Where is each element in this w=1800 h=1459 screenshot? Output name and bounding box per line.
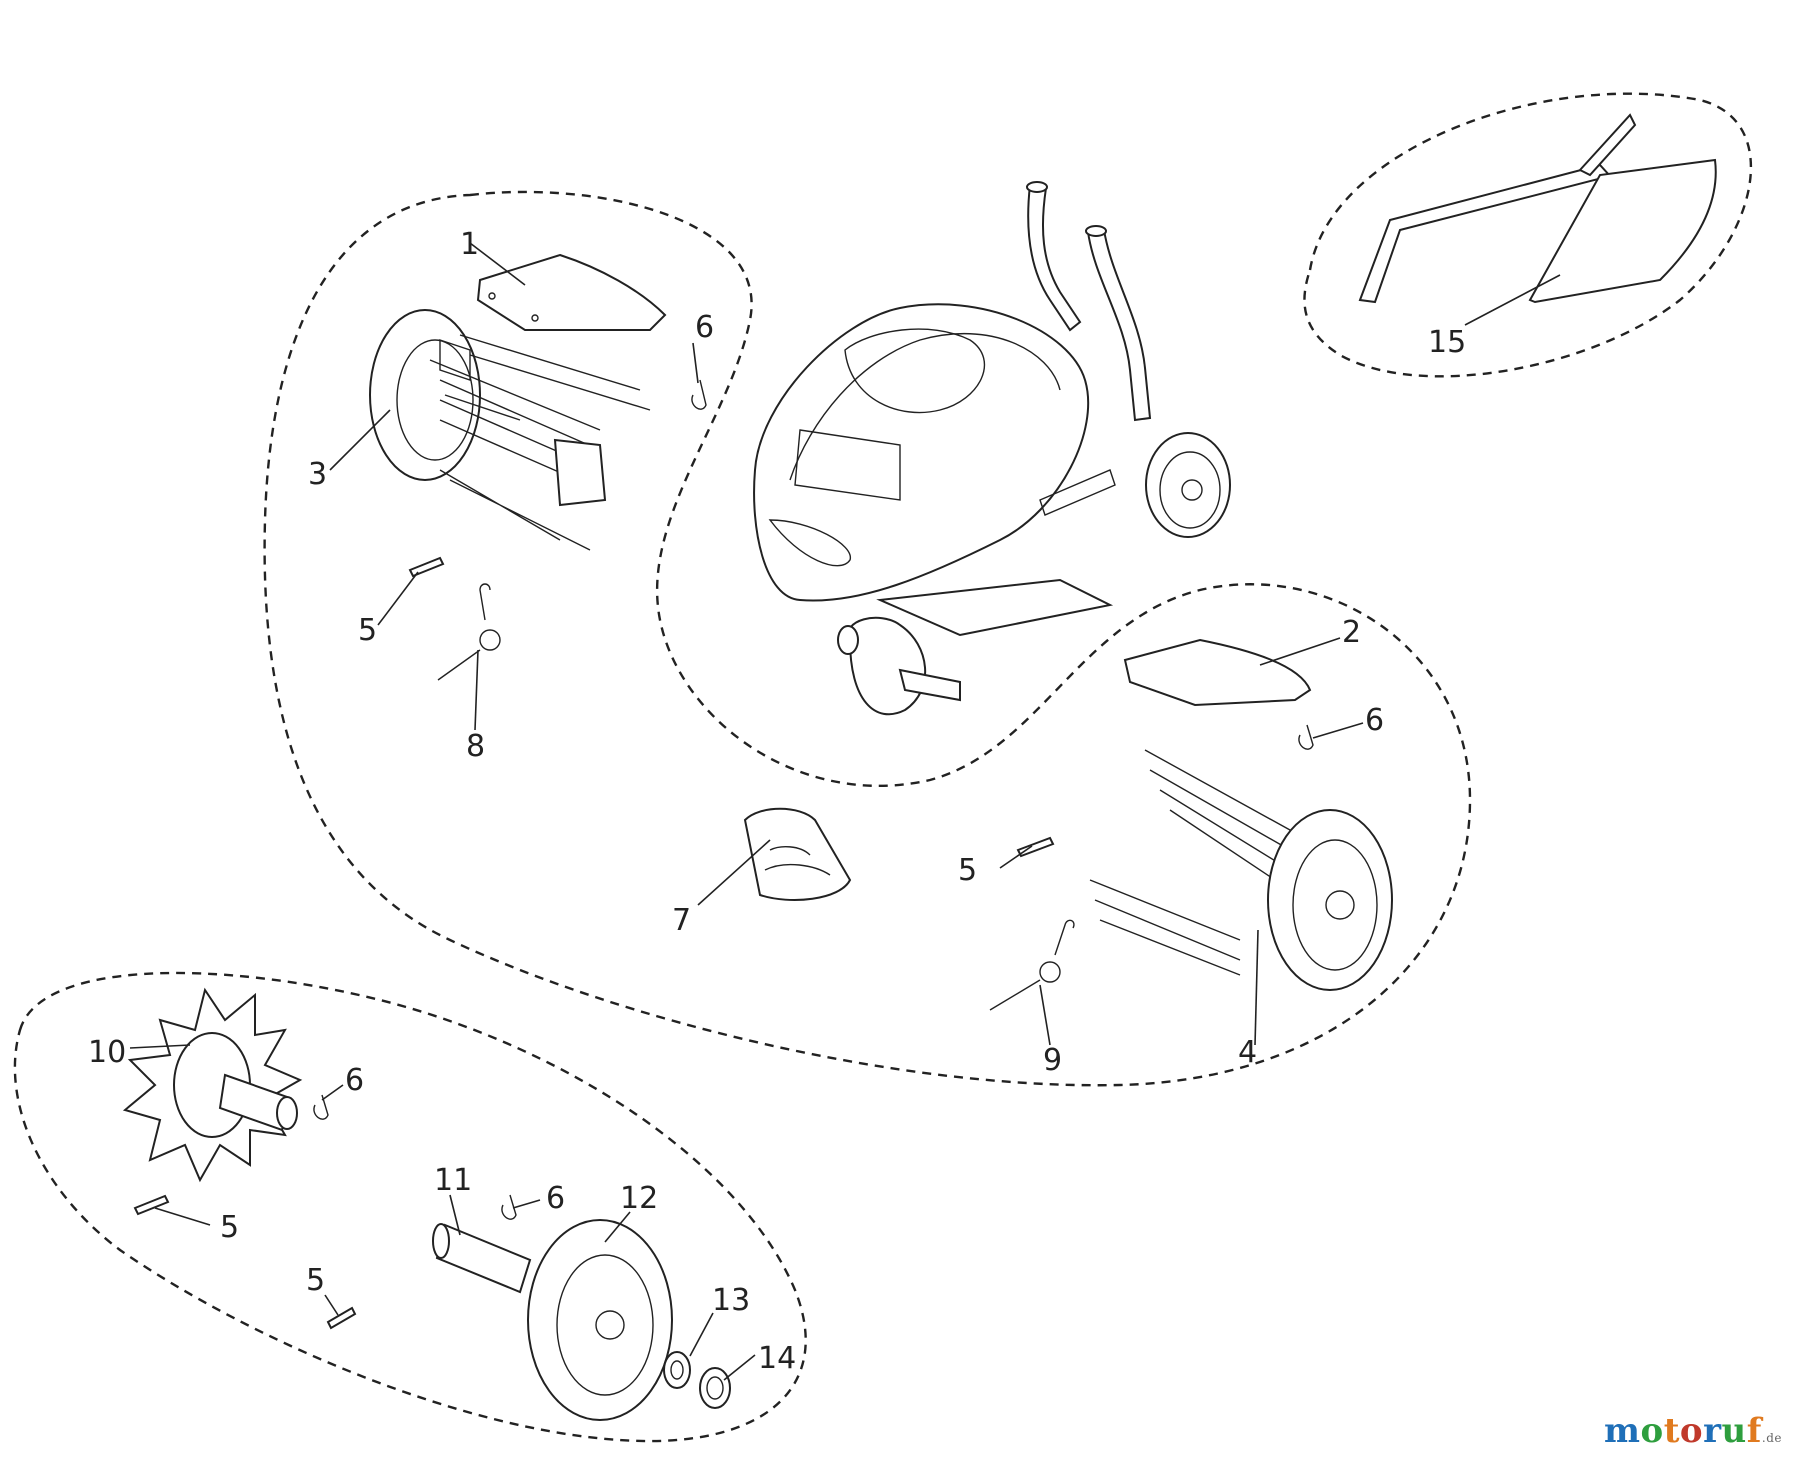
callout-14: 14: [758, 1341, 796, 1376]
watermark-letter: r: [1703, 1411, 1722, 1451]
watermark-letter: m: [1604, 1411, 1641, 1451]
watermark-letter: u: [1721, 1411, 1747, 1451]
part-2-cover-plate: [1123, 638, 1312, 707]
part-3-tine-roller: [369, 309, 651, 551]
callout-6-right: 6: [1365, 703, 1384, 738]
callout-1: 1: [460, 227, 479, 262]
callout-6-left: 6: [695, 310, 714, 345]
callout-10: 10: [88, 1035, 126, 1070]
part-8-spring: [437, 583, 501, 681]
watermark-letter: f: [1746, 1411, 1762, 1451]
leader-lines: [129, 242, 1561, 1381]
watermark-suffix: .de: [1761, 1431, 1782, 1445]
watermark-text: motoruf: [1604, 1411, 1762, 1451]
callout-11: 11: [434, 1163, 472, 1198]
callout-5-accessory-b: 5: [306, 1263, 325, 1298]
callout-6-accessory-a: 6: [345, 1063, 364, 1098]
part-5-pin-right: [1016, 836, 1055, 858]
callout-8: 8: [466, 729, 485, 764]
callout-9: 9: [1043, 1043, 1062, 1078]
callout-3: 3: [308, 457, 327, 492]
part-14-retaining-ring: [699, 1367, 731, 1409]
part-7-hardware-bag: [743, 807, 852, 901]
callout-7: 7: [672, 903, 691, 938]
part-4-tine-roller: [1089, 749, 1393, 991]
part-12-wheel: [527, 1219, 673, 1421]
part-5-pin-left: [408, 556, 445, 578]
group-outline-main: [263, 190, 1472, 1087]
callout-2: 2: [1342, 615, 1361, 650]
watermark-logo: motoruf.de: [1604, 1411, 1782, 1451]
machine-body: [753, 181, 1231, 716]
part-11-axle: [432, 1223, 532, 1294]
callout-5-accessory-a: 5: [220, 1210, 239, 1245]
part-15-handle: [1358, 113, 1717, 304]
part-9-spring: [989, 919, 1075, 1011]
part-6-clips: [313, 379, 1314, 1220]
watermark-letter: o: [1679, 1411, 1704, 1451]
group-outline-handle: [1303, 92, 1753, 378]
callout-labels: 1 2 3 4 5 5 5 5 6 6 6 6 7 8 9 10 11 12 1…: [88, 227, 1466, 1376]
callout-5-left: 5: [358, 613, 377, 648]
callout-4: 4: [1238, 1035, 1257, 1070]
callout-6-accessory-b: 6: [546, 1181, 565, 1216]
callout-13: 13: [712, 1283, 750, 1318]
group-outline-accessories: [13, 971, 807, 1443]
part-1-cover-plate: [476, 253, 667, 331]
watermark-letter: o: [1640, 1411, 1664, 1451]
callout-12: 12: [620, 1181, 658, 1216]
part-5-pin-accessory-b: [326, 1306, 357, 1330]
callout-15: 15: [1428, 325, 1466, 360]
part-5-pin-accessory-a: [133, 1194, 170, 1216]
callout-5-right: 5: [958, 853, 977, 888]
part-13-washer: [663, 1351, 691, 1389]
part-10-star-wheel: [122, 987, 303, 1183]
watermark-letter: t: [1663, 1411, 1680, 1451]
